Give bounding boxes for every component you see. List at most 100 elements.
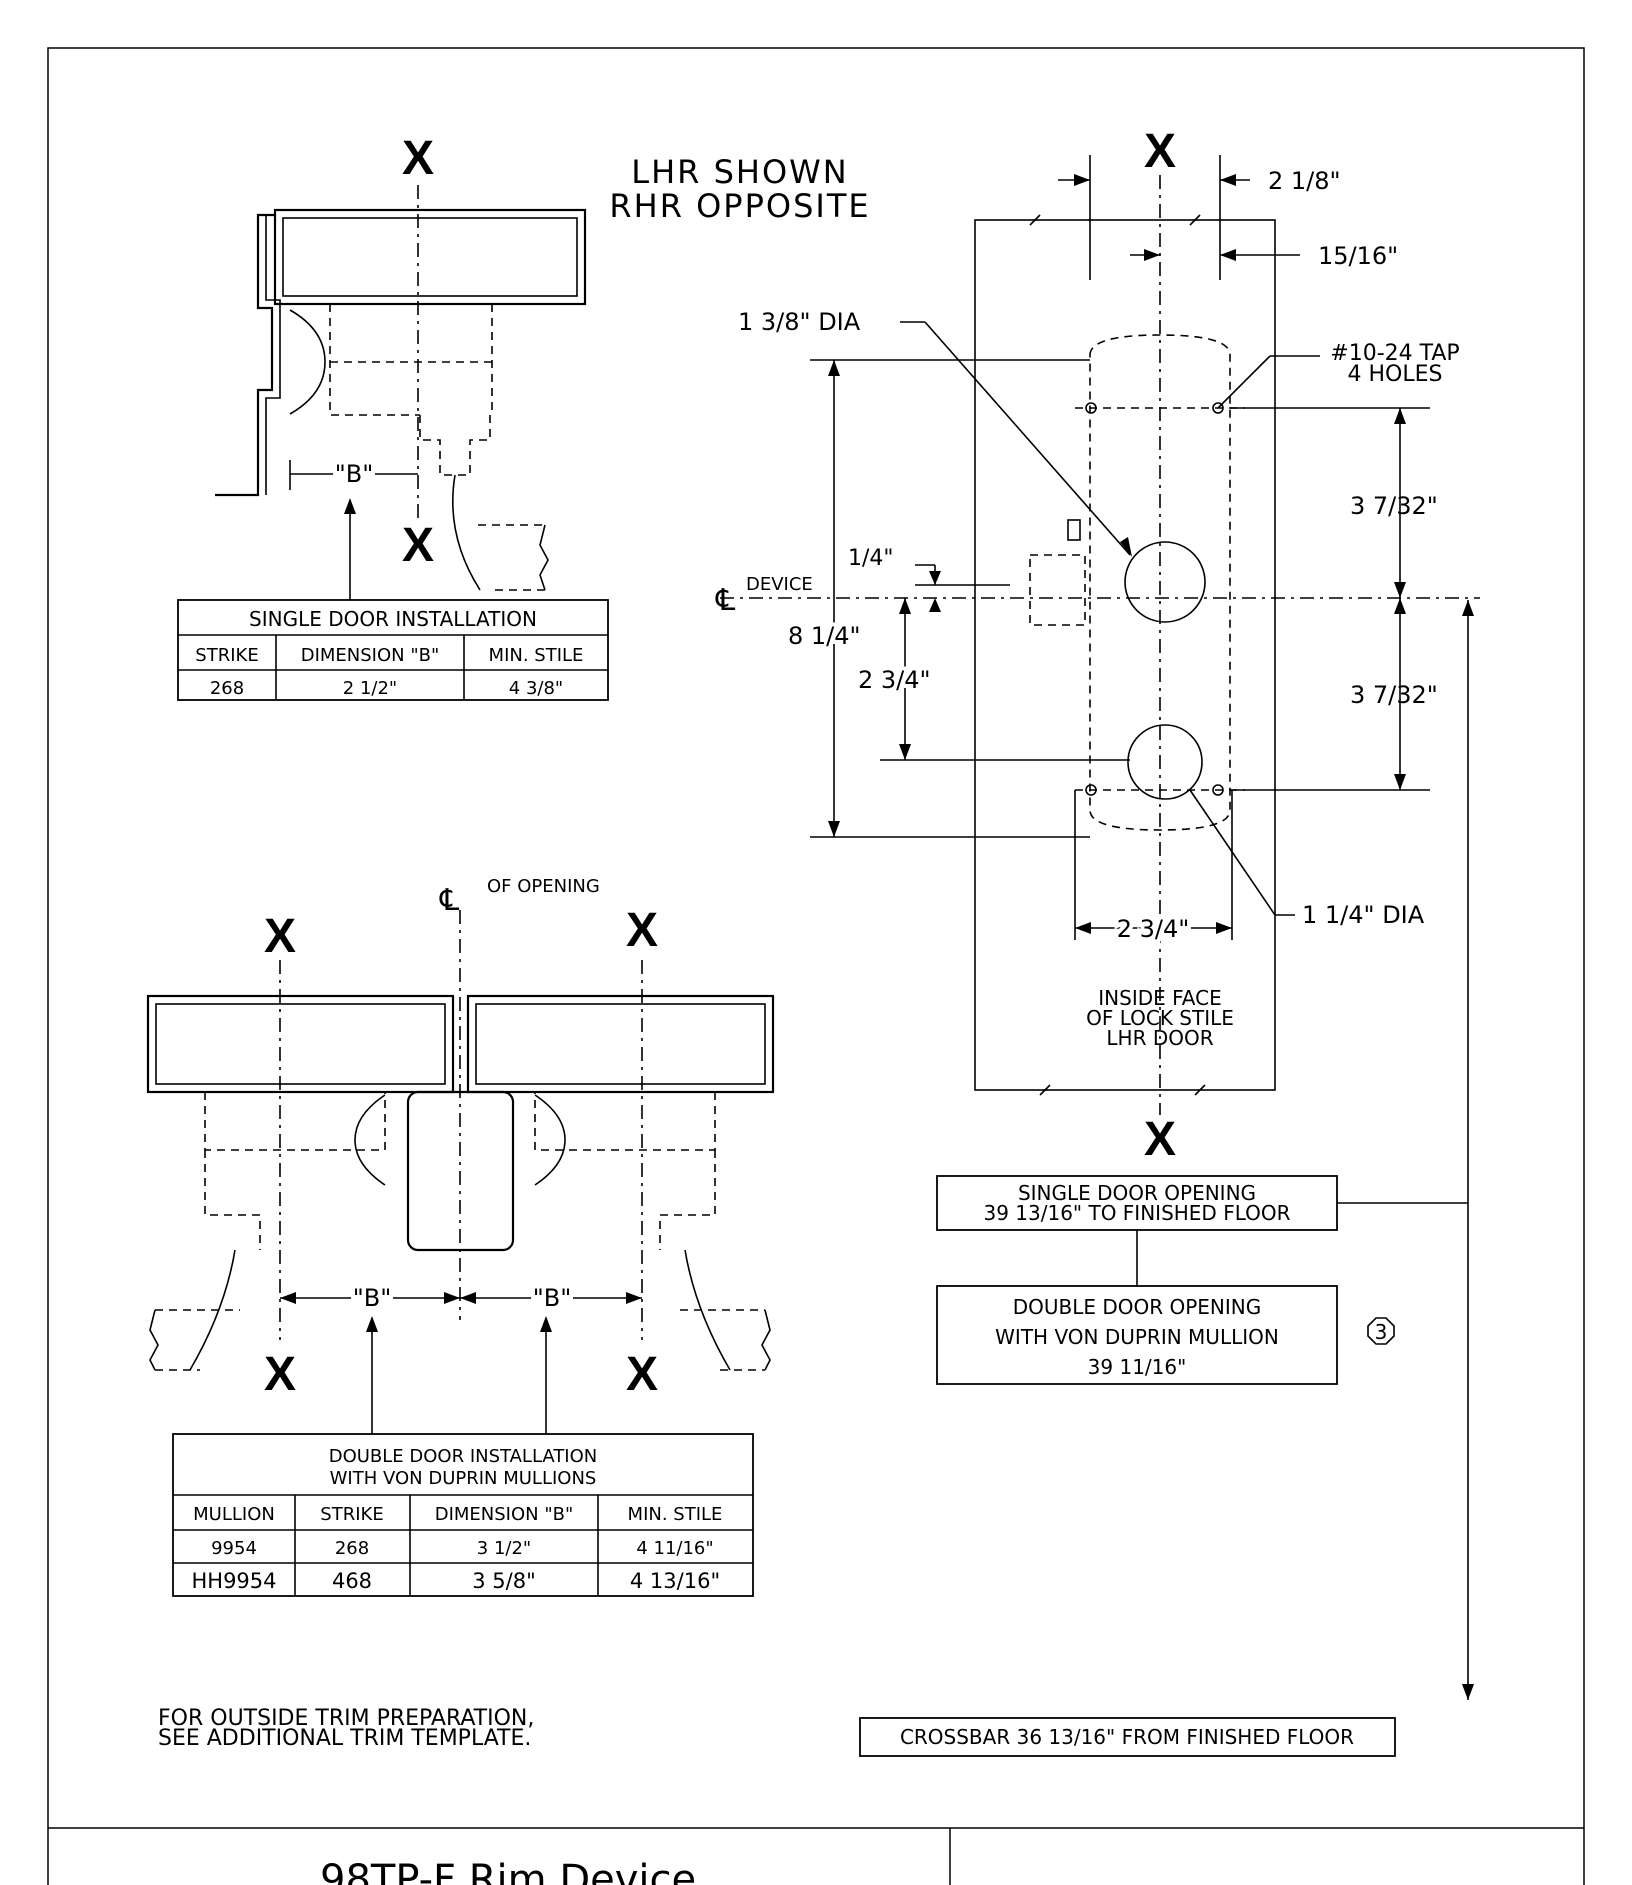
dim-8-1-4: 8 1/4": [788, 622, 861, 650]
single-opening-box: [936, 1175, 1338, 1231]
dim-3-7-32-lower: 3 7/32": [1350, 681, 1438, 709]
dim-2-3-4-vert: 2 3/4": [858, 666, 931, 694]
sheet-border: [47, 47, 1585, 1885]
single-door-detail: X X "B": [215, 132, 587, 600]
break-line: [539, 524, 549, 591]
section-mark: X: [264, 1348, 296, 1401]
stile-outer: [273, 208, 587, 306]
tap-hole: [1085, 784, 1097, 796]
tap-label-line1: #10-24 TAP: [1330, 341, 1459, 366]
table-cell: 468: [332, 1569, 372, 1593]
section-mark: X: [1144, 1113, 1176, 1166]
dim-b-left: "B": [353, 1284, 392, 1312]
hole-1-1-4: [1127, 724, 1203, 800]
frame-profile: [215, 213, 275, 497]
crossbar-note: CROSSBAR 36 13/16" FROM FINISHED FLOOR: [900, 1725, 1354, 1749]
tap-label-line2: 4 HOLES: [1348, 362, 1443, 387]
double-opening-line2: WITH VON DUPRIN MULLION: [995, 1325, 1279, 1349]
mullion: [406, 1090, 515, 1252]
latch-arm: [452, 474, 481, 591]
double-opening-line3: 39 11/16": [1088, 1355, 1187, 1379]
double-door-detail: ℄ OF OPENING X X X X "B" "B": [146, 876, 775, 1434]
dim-15-16: 15/16": [1318, 242, 1398, 270]
dia-1-1-4-label: 1 1/4" DIA: [1302, 901, 1425, 929]
tap-hole: [1212, 784, 1224, 796]
section-mark: X: [626, 904, 658, 957]
table-header: DIMENSION "B": [301, 645, 440, 666]
right-device-hidden: [534, 1092, 716, 1151]
dim-3-7-32-upper: 3 7/32": [1350, 492, 1438, 520]
table-cell: 3 5/8": [472, 1569, 536, 1593]
device-outline: [329, 304, 420, 416]
hole-1-3-8: [1124, 541, 1206, 623]
double-opening-box: [936, 1285, 1338, 1385]
left-strike-arc: [354, 1094, 386, 1186]
tap-hole: [1085, 402, 1097, 414]
crossbar-box: [859, 1717, 1396, 1757]
trim-note-line2: SEE ADDITIONAL TRIM TEMPLATE.: [158, 1726, 531, 1751]
view-note-line1: LHR SHOWN: [631, 153, 848, 191]
device-body-hidden: [1029, 554, 1086, 626]
strike-arc: [289, 309, 326, 415]
break-mark: [1029, 214, 1041, 226]
cl-device-label: DEVICE: [746, 574, 813, 595]
table-cell: 268: [210, 678, 244, 699]
table-cell: 4 3/8": [509, 678, 563, 699]
title-block-title: 98TP-F Rim Device: [320, 1857, 696, 1885]
table-frame: [172, 1433, 754, 1597]
table-header: MIN. STILE: [489, 645, 584, 666]
section-mark: X: [1144, 125, 1176, 178]
face-note-line1: INSIDE FACE: [1098, 986, 1221, 1010]
lock-stile-outline: [974, 219, 1276, 1091]
single-door-table: SINGLE DOOR INSTALLATION STRIKE DIMENSIO…: [177, 599, 609, 701]
dim-b-right: "B": [533, 1284, 572, 1312]
table-cell: 4 13/16": [630, 1569, 720, 1593]
cl-opening-label: OF OPENING: [487, 876, 600, 897]
small-tab: [1067, 519, 1081, 541]
double-door-table: DOUBLE DOOR INSTALLATION WITH VON DUPRIN…: [172, 1433, 754, 1597]
table-title: SINGLE DOOR INSTALLATION: [249, 607, 537, 631]
note-number: 3: [1375, 1320, 1388, 1344]
dim-b-label: "B": [335, 460, 374, 488]
single-opening-line2: 39 13/16" TO FINISHED FLOOR: [983, 1201, 1290, 1225]
trim-note-line1: FOR OUTSIDE TRIM PREPARATION,: [158, 1706, 534, 1731]
dia-1-3-8-label: 1 3/8" DIA: [738, 308, 861, 336]
section-mark: X: [626, 1348, 658, 1401]
note-marker: [1367, 1317, 1395, 1345]
left-device-hidden: [204, 1092, 386, 1151]
cl-symbol: ℄: [439, 883, 459, 918]
table-title-line1: DOUBLE DOOR INSTALLATION: [329, 1446, 598, 1467]
section-mark: X: [402, 519, 434, 572]
escutcheon-outline: [1089, 334, 1231, 831]
break-mark: [1039, 1084, 1051, 1096]
dim-1-4: 1/4": [848, 546, 894, 571]
face-note-line2: OF LOCK STILE: [1086, 1006, 1234, 1030]
table-cell: 268: [335, 1538, 369, 1559]
dim-2-3-4-horiz: 2 3/4": [1117, 915, 1190, 943]
table-cell: 4 11/16": [636, 1538, 713, 1559]
right-latch-hidden: [659, 1150, 716, 1250]
section-mark: X: [402, 132, 434, 185]
double-opening-line1: DOUBLE DOOR OPENING: [1013, 1295, 1262, 1319]
table-frame: [177, 599, 609, 701]
view-note-line2: RHR OPPOSITE: [609, 187, 870, 225]
table-header: MULLION: [193, 1504, 275, 1525]
table-header: STRIKE: [320, 1504, 383, 1525]
left-door-stile: [146, 994, 455, 1094]
table-cell: HH9954: [191, 1569, 276, 1593]
table-header: STRIKE: [195, 645, 258, 666]
break-mark: [1189, 214, 1201, 226]
table-title-line2: WITH VON DUPRIN MULLIONS: [330, 1468, 597, 1489]
right-door-stile: [466, 994, 775, 1094]
table-header: DIMENSION "B": [435, 1504, 574, 1525]
left-latch-hidden: [204, 1150, 261, 1250]
face-note-line3: LHR DOOR: [1106, 1026, 1213, 1050]
arrowhead: [344, 498, 356, 514]
dim-2-1-8: 2 1/8": [1268, 167, 1341, 195]
table-cell: 2 1/2": [343, 678, 397, 699]
latch-outline: [419, 415, 491, 476]
device-template-view: X X 2 1/8" 15/16" #10-24: [715, 125, 1480, 1166]
cl-symbol: ℄: [715, 583, 735, 618]
break-mark: [1194, 1084, 1206, 1096]
